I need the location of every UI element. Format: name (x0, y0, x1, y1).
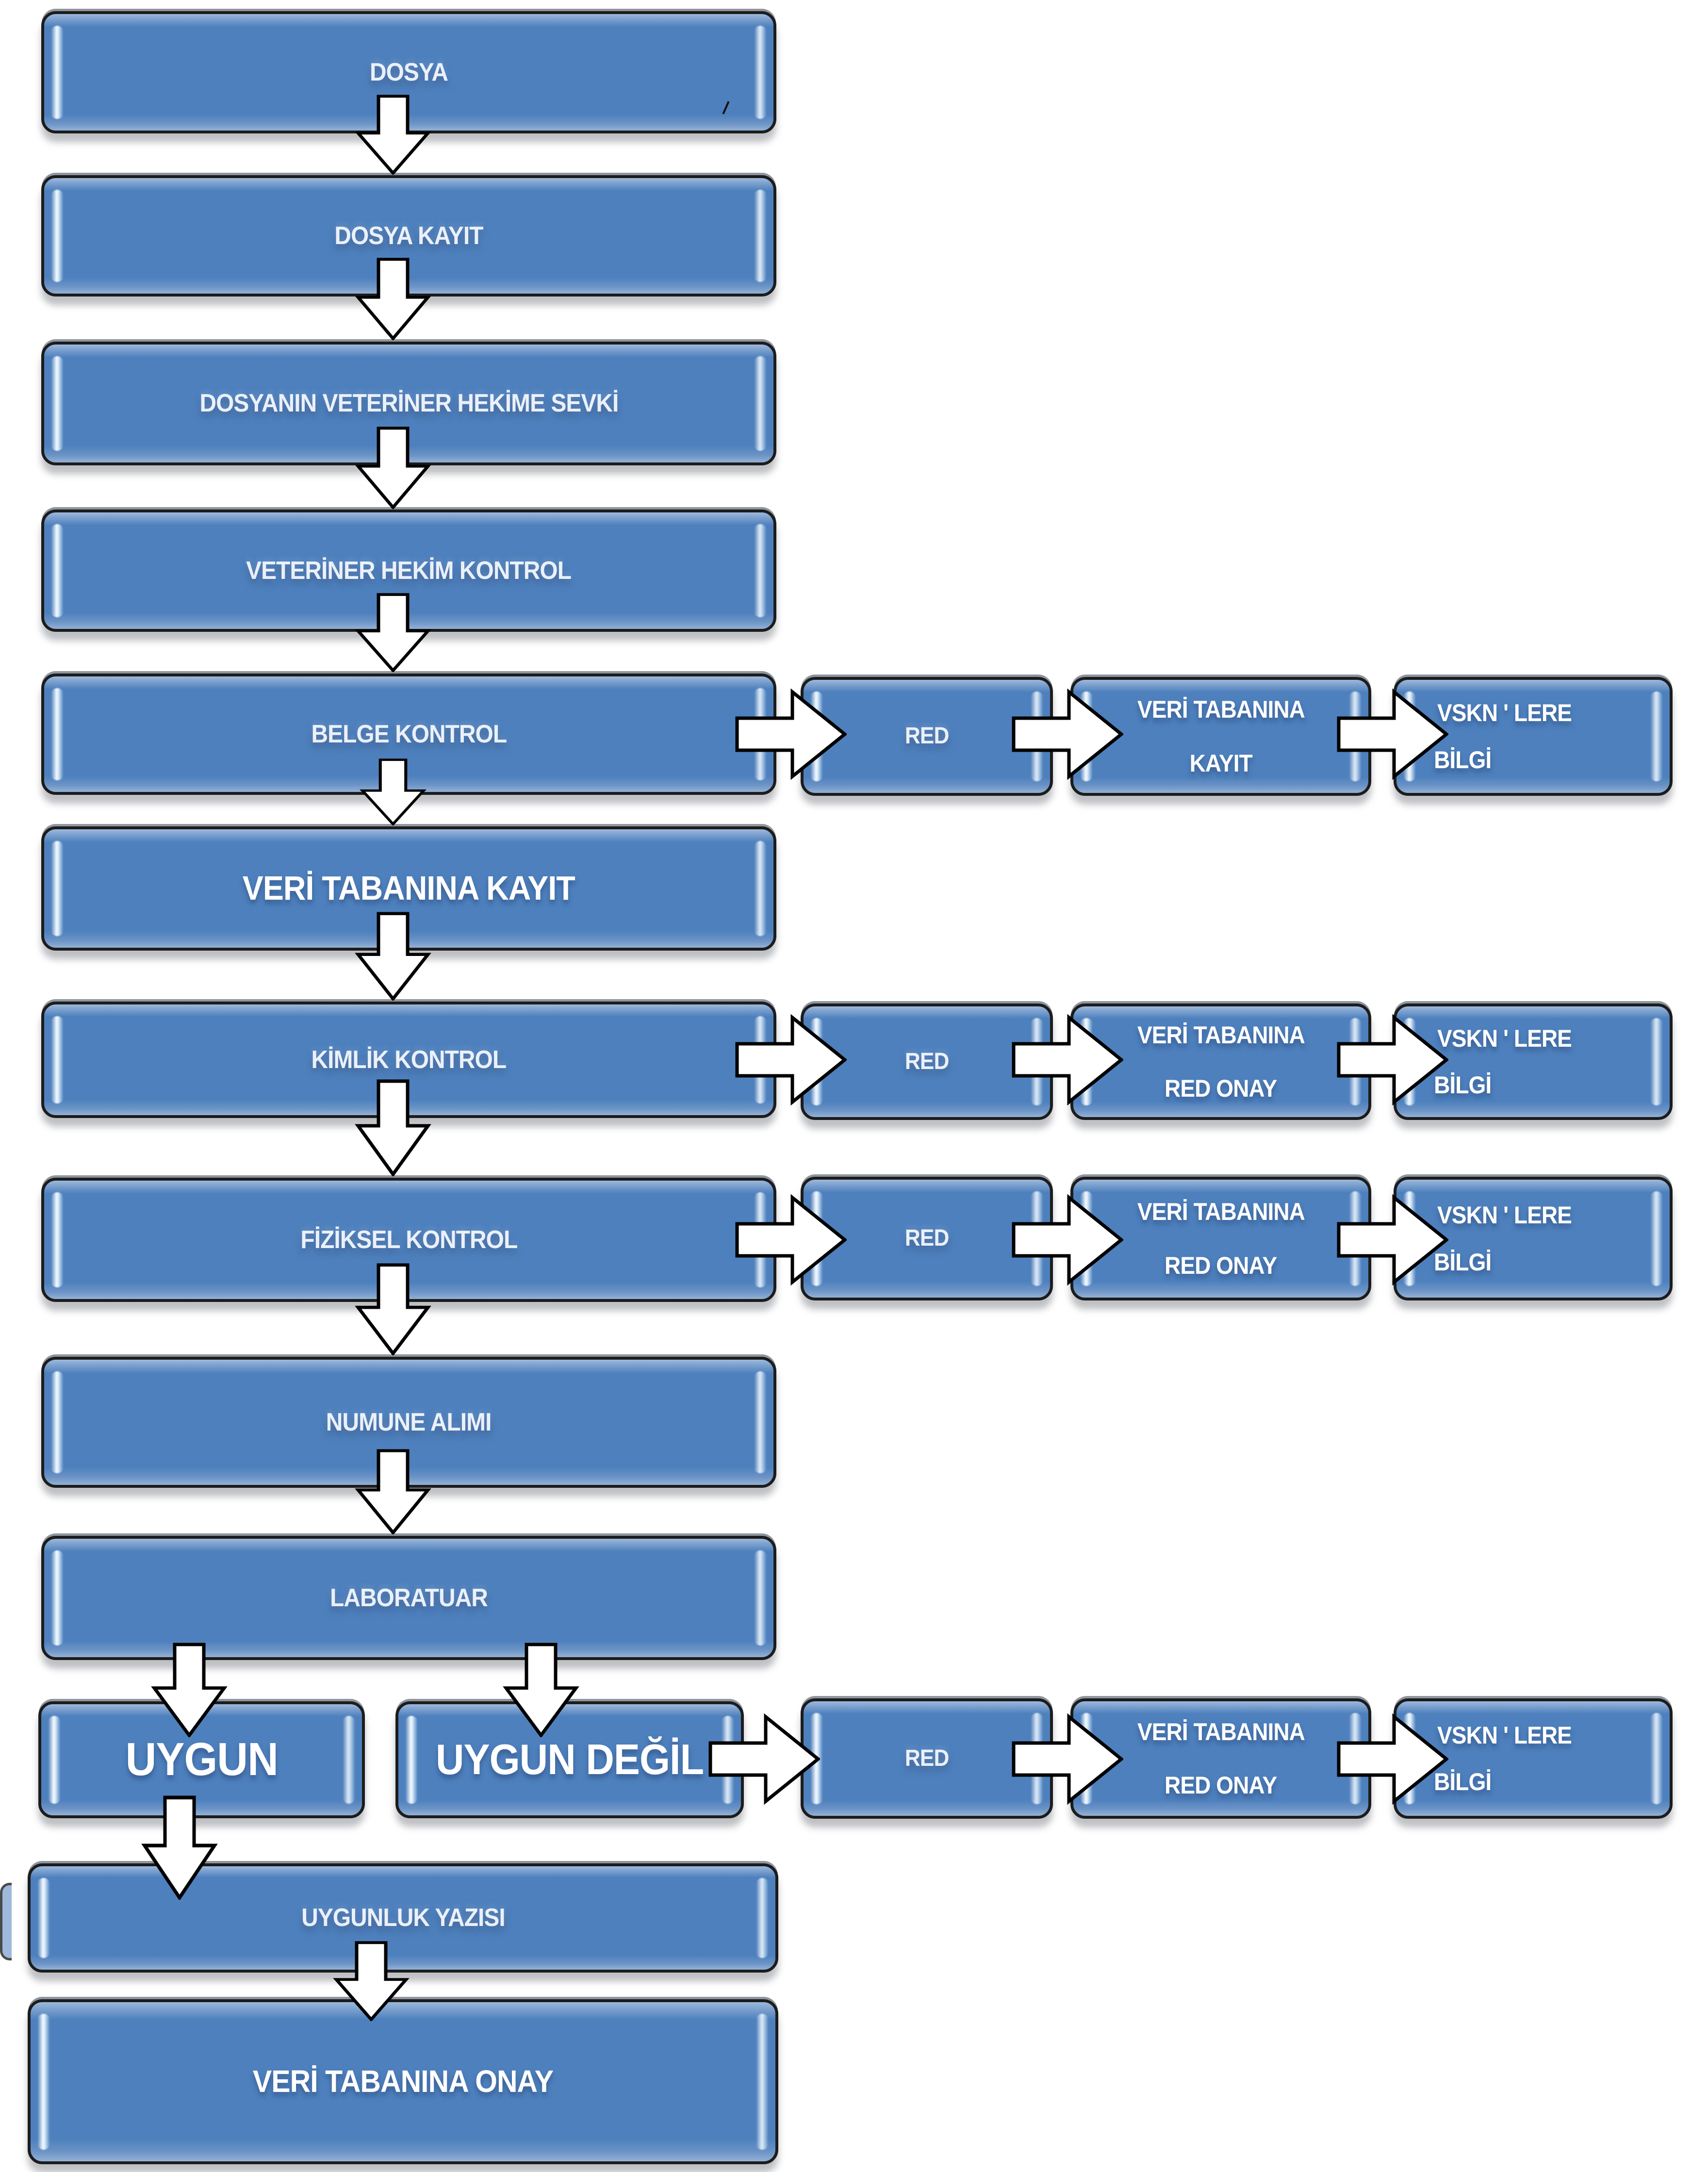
flow-node-label-line2: BİLGİ (1434, 1768, 1492, 1795)
right-arrow (708, 1713, 820, 1805)
down-arrow (354, 593, 432, 672)
flow-node-veri-tabanina-red-onay-2: VERİ TABANINA RED ONAY (1070, 1177, 1371, 1300)
flow-node-label: UYGUN DEĞİL (435, 1735, 704, 1784)
down-arrow (354, 258, 432, 340)
flow-node-label-line2: BİLGİ (1434, 746, 1492, 773)
flow-node-label-line2: RED ONAY (1165, 1075, 1277, 1102)
down-arrow (354, 95, 432, 175)
right-arrow (1012, 688, 1123, 780)
flow-node-label: RED (904, 1745, 949, 1771)
down-arrow (359, 758, 427, 825)
flow-node-label: VERİ TABANINA KAYIT (242, 869, 575, 907)
flow-node-label: NUMUNE ALIMI (326, 1408, 492, 1436)
right-arrow (1012, 1194, 1123, 1286)
flow-node-label: VERİ TABANINA ONAY (252, 2064, 554, 2099)
flow-node-veri-tabanina-onay: VERİ TABANINA ONAY (28, 1999, 778, 2164)
flow-node-laboratuar: LABORATUAR (41, 1536, 776, 1660)
flow-node-label-line1: VSKN ' LERE (1437, 1201, 1572, 1229)
flow-node-label-line1: VSKN ' LERE (1437, 1024, 1572, 1052)
down-arrow (354, 912, 432, 1001)
flow-node-label-line2: RED ONAY (1165, 1251, 1277, 1279)
flow-node-label: BELGE KONTROL (311, 720, 507, 748)
right-arrow (1337, 688, 1448, 780)
flow-node-label: RED (904, 1225, 949, 1251)
flow-node-label: UYGUNLUK YAZISI (301, 1904, 505, 1932)
flow-node-label-line2: BİLGİ (1434, 1071, 1492, 1099)
flow-node-label-line2: KAYIT (1189, 749, 1252, 777)
flow-node-label: UYGUN (125, 1733, 278, 1786)
down-arrow-to-uygun (150, 1643, 228, 1737)
flow-node-belge-kontrol: BELGE KONTROL (41, 674, 776, 795)
flow-node-label: DOSYA (369, 58, 448, 86)
flow-node-label-line1: VERİ TABANINA (1137, 696, 1305, 723)
flow-node-label: LABORATUAR (330, 1583, 488, 1612)
down-arrow (354, 427, 432, 509)
flow-node-label: KİMLİK KONTROL (311, 1045, 507, 1074)
down-arrow (354, 1079, 432, 1176)
down-arrow (332, 1941, 410, 2021)
right-arrow (735, 1194, 847, 1286)
clipped-box-edge (0, 1883, 12, 1960)
flow-node-label-line1: VSKN ' LERE (1437, 699, 1572, 726)
flow-node-label: FİZİKSEL KONTROL (300, 1225, 518, 1254)
flow-node-label-line2: BİLGİ (1434, 1248, 1492, 1276)
flow-node-uygun: UYGUN (38, 1701, 365, 1818)
flow-node-label-line1: VERİ TABANINA (1137, 1021, 1305, 1049)
flow-node-label-line1: VERİ TABANINA (1137, 1718, 1305, 1745)
flow-node-red-1: RED (801, 677, 1053, 796)
right-arrow (1337, 1014, 1448, 1106)
down-arrow-to-uygun-degil (502, 1643, 580, 1737)
flow-node-label: VETERİNER HEKİM KONTROL (246, 556, 572, 585)
down-arrow (354, 1263, 432, 1355)
flow-node-label-line1: VSKN ' LERE (1437, 1721, 1572, 1749)
right-arrow (1337, 1713, 1448, 1805)
flow-node-label: RED (904, 723, 949, 749)
flow-node-uygunluk-yazisi: UYGUNLUK YAZISI (28, 1863, 778, 1973)
flow-node-label-line1: VERİ TABANINA (1137, 1198, 1305, 1225)
right-arrow (735, 1014, 847, 1106)
right-arrow (1337, 1194, 1448, 1286)
flow-node-label: DOSYA KAYIT (334, 221, 483, 250)
flow-node-red-3: RED (801, 1177, 1053, 1300)
right-arrow (1012, 1014, 1123, 1106)
flow-node-label-line2: RED ONAY (1165, 1772, 1277, 1799)
flow-node-label: DOSYANIN VETERİNER HEKİME SEVKİ (199, 389, 619, 418)
down-arrow (141, 1795, 218, 1900)
down-arrow (354, 1449, 432, 1534)
right-arrow (1012, 1713, 1123, 1805)
flow-node-label: RED (904, 1048, 949, 1074)
right-arrow (735, 688, 847, 780)
